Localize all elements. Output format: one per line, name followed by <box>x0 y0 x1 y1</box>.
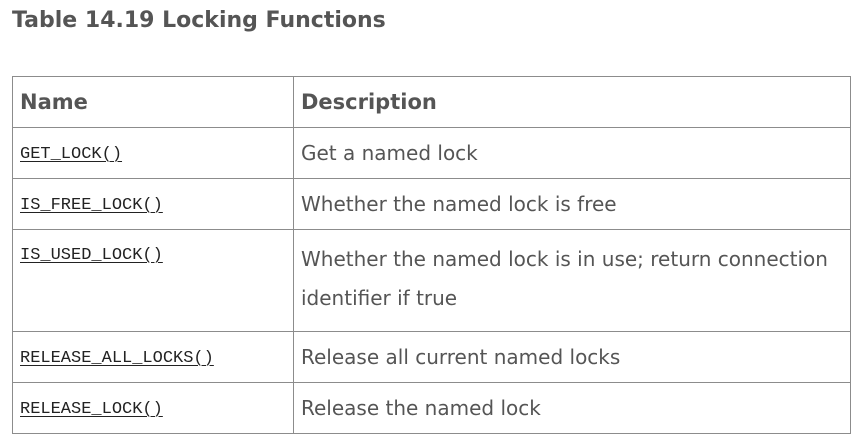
description-text: Release the named lock <box>301 395 541 420</box>
description-text: Whether the named lock is in use; return… <box>301 247 828 310</box>
column-header-name: Name <box>12 76 294 128</box>
locking-functions-table: Name Description GET_LOCK() Get a named … <box>12 76 851 434</box>
description-cell: Whether the named lock is free <box>293 178 851 230</box>
description-cell: Release the named lock <box>293 382 851 434</box>
column-header-description: Description <box>293 76 851 128</box>
table-row: IS_USED_LOCK() Whether the named lock is… <box>12 229 851 332</box>
description-cell: Whether the named lock is in use; return… <box>293 229 851 332</box>
table-row: RELEASE_ALL_LOCKS() Release all current … <box>12 331 851 383</box>
name-cell: IS_USED_LOCK() <box>12 229 294 332</box>
description-text: Get a named lock <box>301 140 478 165</box>
name-cell: GET_LOCK() <box>12 127 294 179</box>
description-cell: Get a named lock <box>293 127 851 179</box>
function-link-is-used-lock[interactable]: IS_USED_LOCK() <box>20 246 163 265</box>
function-link-get-lock[interactable]: GET_LOCK() <box>20 144 123 164</box>
table-row: IS_FREE_LOCK() Whether the named lock is… <box>12 178 851 230</box>
description-cell: Release all current named locks <box>293 331 851 383</box>
function-link-release-lock[interactable]: RELEASE_LOCK() <box>20 399 163 419</box>
function-link-release-all-locks[interactable]: RELEASE_ALL_LOCKS() <box>20 348 214 368</box>
table-row: RELEASE_LOCK() Release the named lock <box>12 382 851 434</box>
name-cell: RELEASE_ALL_LOCKS() <box>12 331 294 383</box>
name-cell: IS_FREE_LOCK() <box>12 178 294 230</box>
function-link-is-free-lock[interactable]: IS_FREE_LOCK() <box>20 195 163 215</box>
table-row: GET_LOCK() Get a named lock <box>12 127 851 179</box>
description-text: Release all current named locks <box>301 344 621 369</box>
table-header-row: Name Description <box>12 76 851 128</box>
description-text: Whether the named lock is free <box>301 191 617 216</box>
name-cell: RELEASE_LOCK() <box>12 382 294 434</box>
table-caption: Table 14.19 Locking Functions <box>12 8 386 33</box>
